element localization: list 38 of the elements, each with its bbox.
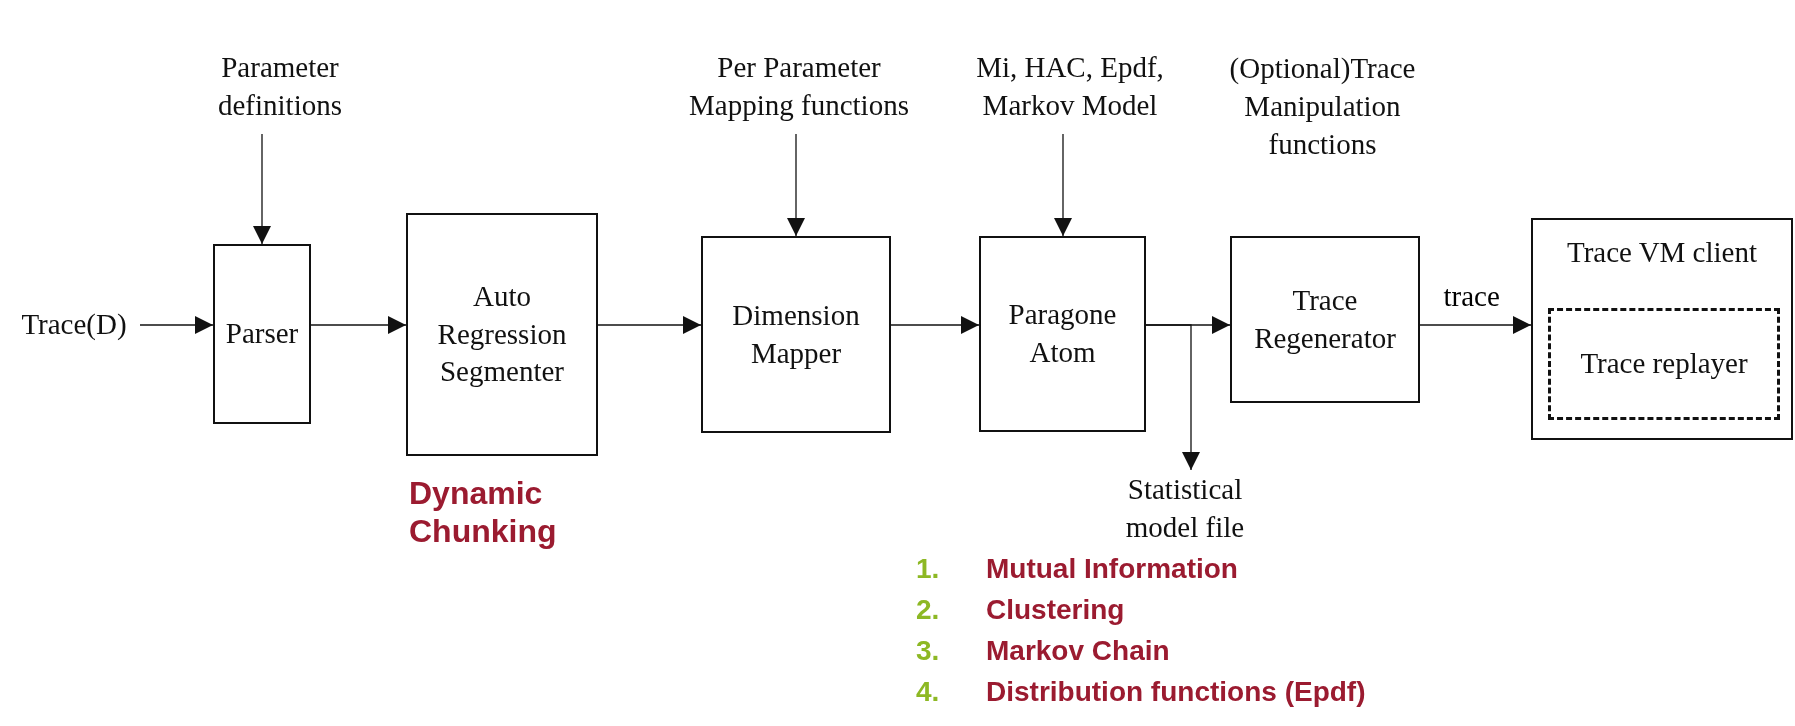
list-item: Markov Chain [986,634,1170,668]
arrow [1145,324,1200,471]
arrow [310,316,407,334]
arrow [139,316,214,334]
list-number: 2. [916,593,940,627]
input-label: Parameter definitions [200,40,360,134]
box-label: Auto Regression Segmenter [436,278,568,390]
box-heading: Trace VM client [1566,235,1758,270]
process-box [406,213,598,456]
list-item: Distribution functions (Epdf) [986,675,1366,709]
arrow [1419,316,1532,334]
box-label: Paragone Atom [1007,297,1118,370]
list-item: Mutual Information [986,552,1238,586]
input-label: Mi, HAC, Epdf, Markov Model [950,40,1190,134]
box-label: Trace Regenerator [1253,282,1397,356]
input-label: (Optional)Trace Manipulation functions [1215,40,1430,174]
output-label: Statistical model file [1100,470,1270,548]
input-label: Trace(D) [8,304,140,346]
arrow [890,316,980,334]
list-number: 1. [916,552,940,586]
list-number: 4. [916,675,940,709]
process-box [1230,236,1420,403]
list-item: Clustering [986,593,1125,627]
arrow [253,133,271,245]
arrow [597,316,702,334]
process-box [979,236,1146,432]
process-box [213,244,311,424]
annotation-text: Dynamic Chunking [409,474,558,551]
arrow [1054,133,1072,237]
dashed-box [1548,308,1780,420]
process-box [1531,218,1793,440]
arrow [787,133,805,237]
input-label: Per Parameter Mapping functions [672,40,926,134]
box-label: Dimension Mapper [731,297,861,371]
list-number: 3. [916,634,940,668]
box-label: Parser [225,316,299,352]
box-label: Trace replayer [1580,346,1748,382]
process-box [701,236,891,433]
